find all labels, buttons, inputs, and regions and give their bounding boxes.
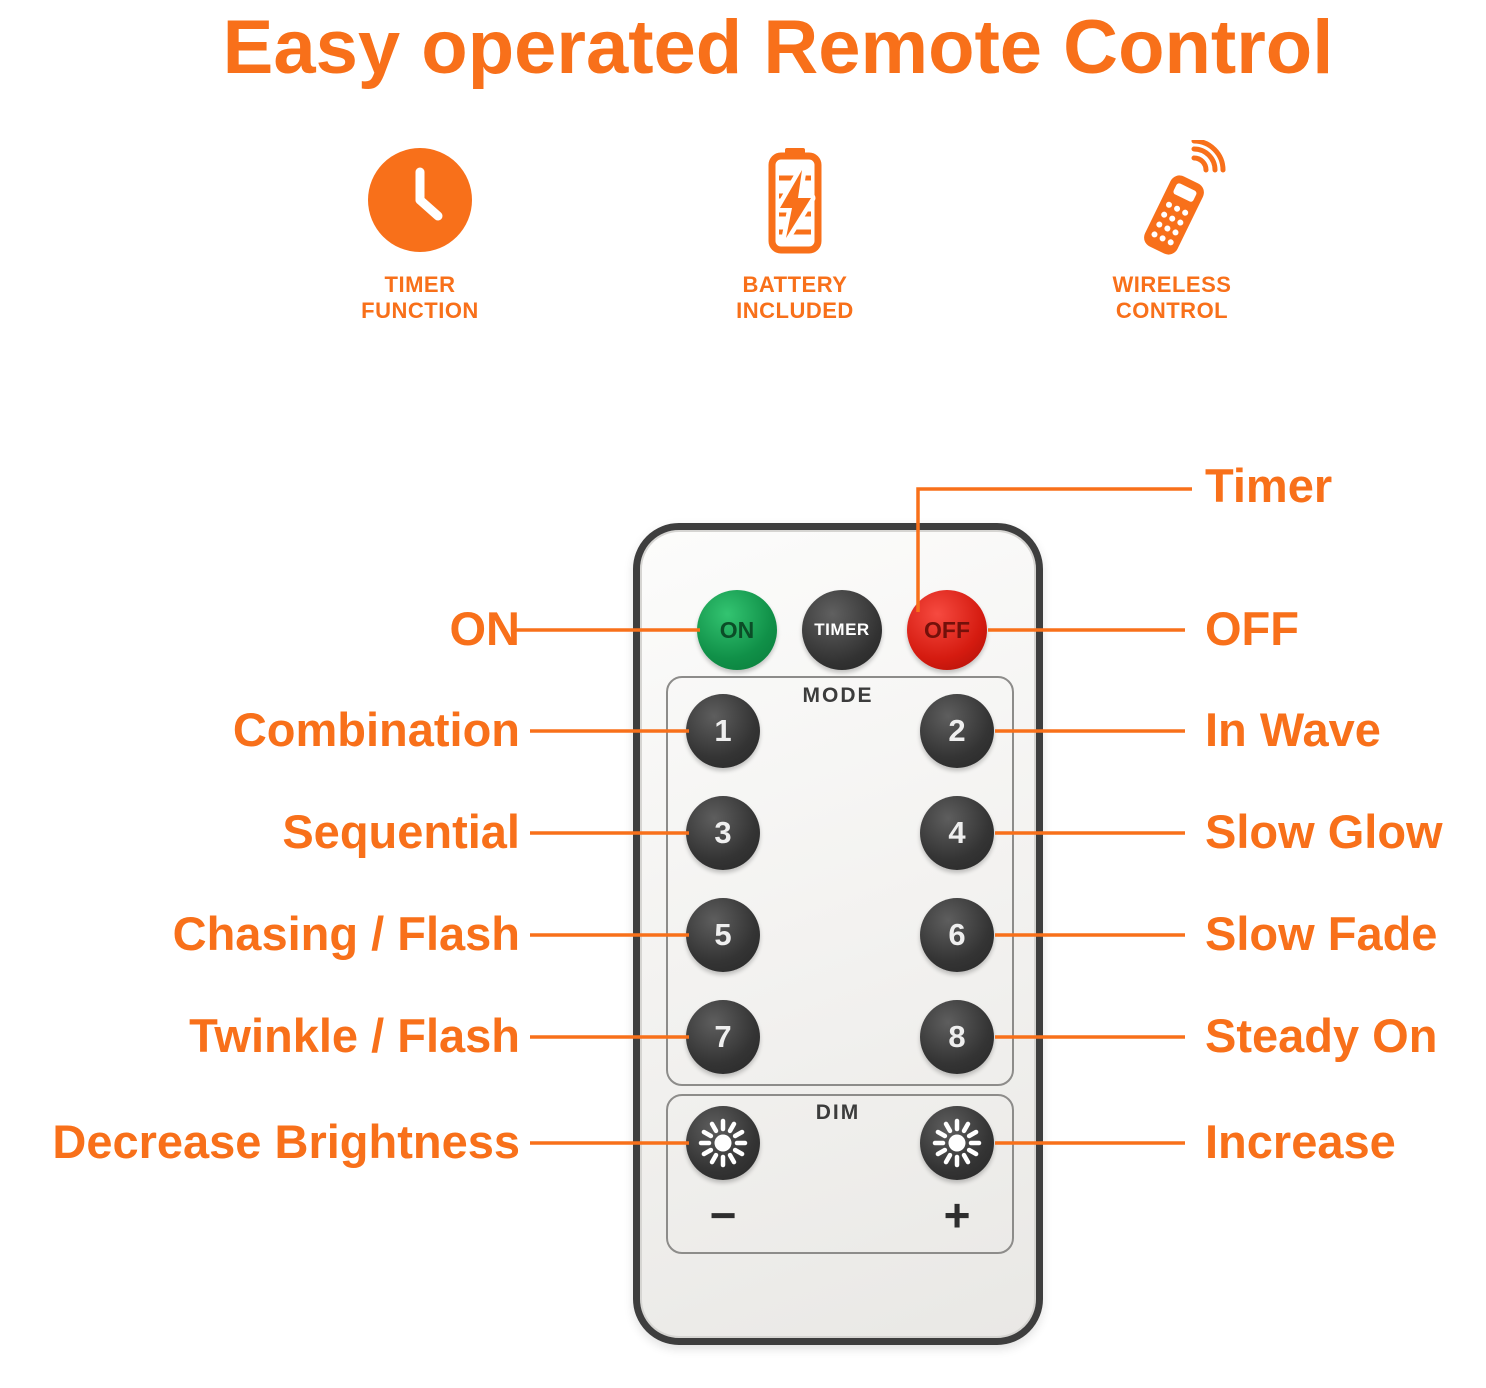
callout-increase: Increase [1205, 1114, 1396, 1168]
minus-sign: − [709, 1189, 737, 1241]
feature-label-line: CONTROL [1115, 297, 1229, 323]
mode-button-4: 4 [920, 796, 994, 870]
callout-on: ON [449, 601, 521, 655]
dim-group-box [666, 1094, 1014, 1254]
feature-label-wireless: WIRELESS CONTROL [1032, 272, 1312, 324]
callout-timer: Timer [1205, 458, 1333, 512]
callout-in-wave: In Wave [1205, 702, 1381, 756]
callout-slow-glow: Slow Glow [1205, 804, 1443, 858]
callout-twinkle-flash: Twinkle / Flash [189, 1008, 520, 1062]
remote-icon [1032, 138, 1312, 262]
feature-label-line: TIMER [384, 272, 456, 297]
clock-icon [280, 138, 560, 262]
plus-sign: + [943, 1189, 971, 1241]
sun-icon [698, 1118, 748, 1168]
feature-timer-function: TIMER FUNCTION [280, 138, 560, 324]
callout-chasing-flash: Chasing / Flash [172, 906, 520, 960]
feature-label-line: INCLUDED [736, 297, 854, 323]
feature-label-timer: TIMER FUNCTION [280, 272, 560, 324]
mode-button-2: 2 [920, 694, 994, 768]
off-button: OFF [907, 590, 987, 670]
feature-label-line: WIRELESS [1112, 272, 1232, 297]
feature-battery-included: BATTERY INCLUDED [655, 138, 935, 324]
feature-label-line: FUNCTION [361, 297, 479, 323]
battery-icon [655, 138, 935, 262]
callout-slow-fade: Slow Fade [1205, 906, 1438, 960]
callout-combination: Combination [232, 702, 520, 756]
timer-button: TIMER [802, 590, 882, 670]
callout-off: OFF [1205, 601, 1299, 655]
feature-wireless-control: WIRELESS CONTROL [1032, 138, 1312, 324]
mode-button-8: 8 [920, 1000, 994, 1074]
dim-label: DIM [815, 1101, 861, 1124]
callout-decrease-brightness: Decrease Brightness [52, 1114, 520, 1168]
callout-steady-on: Steady On [1205, 1008, 1438, 1062]
increase-brightness-button [920, 1106, 994, 1180]
mode-group-box [666, 676, 1014, 1086]
decrease-brightness-button [686, 1106, 760, 1180]
on-button: ON [697, 590, 777, 670]
mode-button-5: 5 [686, 898, 760, 972]
page-title: Easy operated Remote Control [222, 5, 1334, 90]
mode-button-7: 7 [686, 1000, 760, 1074]
callout-sequential: Sequential [282, 804, 520, 858]
feature-label-line: BATTERY [742, 272, 848, 297]
mode-label: MODE [802, 684, 874, 707]
sun-icon [932, 1118, 982, 1168]
mode-button-1: 1 [686, 694, 760, 768]
feature-label-battery: BATTERY INCLUDED [655, 272, 935, 324]
mode-button-6: 6 [920, 898, 994, 972]
mode-button-3: 3 [686, 796, 760, 870]
